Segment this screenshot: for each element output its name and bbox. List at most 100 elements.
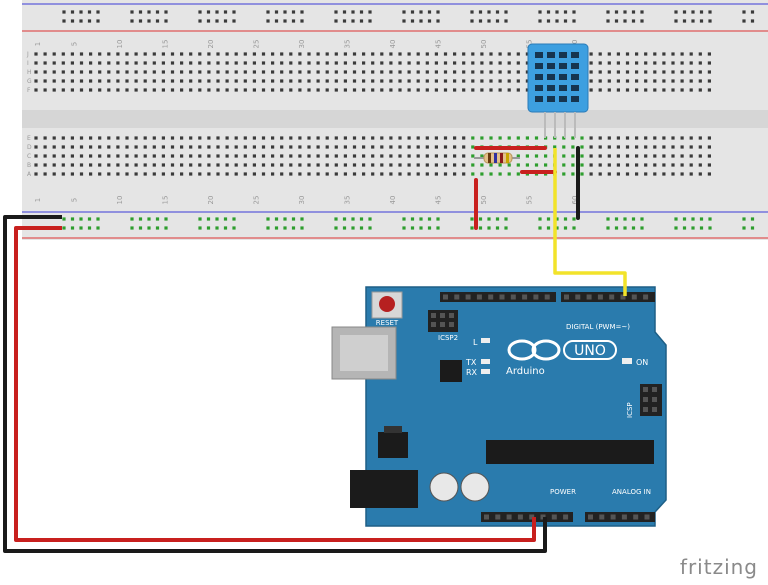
breadboard-hole [653,172,657,176]
breadboard-hole [653,79,657,83]
rail-hole [62,226,66,230]
breadboard-hole [198,88,202,92]
breadboard-hole [70,145,74,149]
rail-hole [266,19,270,23]
rail-hole [563,217,568,221]
breadboard-hole [398,145,402,149]
breadboard-hole [616,172,620,176]
breadboard-hole [161,172,165,176]
header-pin [510,294,516,300]
breadboard-hole [289,88,293,92]
breadboard-hole [107,136,111,140]
breadboard-hole [598,88,602,92]
resistor[interactable] [474,152,520,164]
breadboard-hole [635,70,639,74]
breadboard-hole [407,145,411,149]
breadboard-hole [134,136,138,140]
breadboard-hole [443,88,448,92]
breadboard-hole [189,88,193,92]
rail-hole [342,19,347,23]
arduino-board[interactable]: RESET ICSP2 DIGITAL (PWM=~) L TX RX UNO … [331,286,667,527]
breadboard-hole [371,145,375,149]
rail-hole [283,217,287,221]
breadboard-hole [562,172,566,176]
rail-hole [606,226,610,230]
sensor-vent [547,74,555,80]
breadboard-hole [243,79,247,83]
analog-label: ANALOG IN [612,488,651,496]
rail-hole [495,19,500,23]
breadboard-hole [462,88,466,92]
breadboard-hole [316,145,320,149]
rail-hole [546,19,551,23]
rail-hole [215,226,219,230]
breadboard-hole [225,154,229,158]
breadboard-hole [489,172,493,176]
rail-hole [504,217,508,221]
breadboard-hole [362,145,366,149]
rail-hole [138,217,143,221]
breadboard-hole [280,163,284,167]
rail-hole [283,10,287,14]
breadboard-hole [416,79,420,83]
breadboard-hole [380,70,384,74]
dht-sensor[interactable] [527,43,589,138]
sensor-vent [535,85,543,91]
header-pin [484,514,489,520]
rail-hole [334,10,338,14]
breadboard-hole [298,145,302,149]
sensor-vent-grid [535,52,579,102]
rail-hole [198,217,202,221]
breadboard-hole [689,172,693,176]
breadboard-hole [98,145,102,149]
breadboard-hole [280,145,284,149]
breadboard-hole [261,61,266,65]
row-letter: B [27,162,31,169]
breadboard-hole [225,52,229,56]
breadboard-hole [434,163,438,167]
breadboard-hole [680,136,684,140]
breadboard-hole [34,70,38,74]
rail-hole [495,10,500,14]
rail-hole [546,217,551,221]
breadboard-hole [79,70,84,74]
breadboard-hole [507,172,511,176]
breadboard-hole [79,145,84,149]
rail-hole [368,19,372,23]
breadboard-hole [271,52,275,56]
header-pin [586,294,592,300]
breadboard-hole [371,79,375,83]
breadboard-hole [589,136,593,140]
rail-hole [742,19,746,23]
breadboard-hole [61,52,65,56]
breadboard-hole [371,88,375,92]
breadboard-hole [89,70,93,74]
breadboard-hole [398,163,402,167]
breadboard-hole [507,163,511,167]
breadboard-hole [34,172,38,176]
breadboard-hole [316,136,320,140]
header-pin [620,294,626,300]
breadboard-hole [107,52,111,56]
breadboard-hole [453,61,457,65]
breadboard-hole [325,88,329,92]
rail-hole [130,217,134,221]
rail-hole [291,217,296,221]
breadboard-hole [334,88,338,92]
rail-hole [478,10,483,14]
breadboard-hole [170,163,175,167]
breadboard-hole [471,136,475,140]
breadboard-hole [107,154,111,158]
header-pin [431,322,436,327]
breadboard-hole [298,172,302,176]
breadboard-hole [453,145,457,149]
rail-hole [555,226,559,230]
breadboard-hole [243,145,247,149]
breadboard-hole [307,145,311,149]
breadboard-hole [698,88,702,92]
breadboard-hole [343,70,347,74]
breadboard-hole [707,88,711,92]
breadboard-hole [325,172,329,176]
